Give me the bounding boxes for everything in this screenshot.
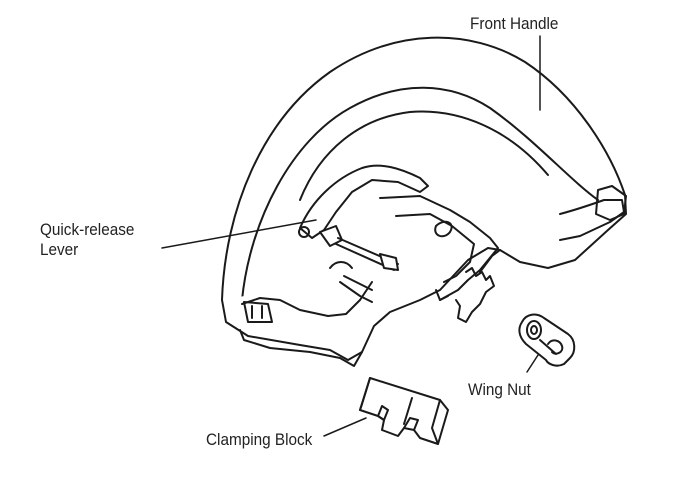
mounting-body	[221, 247, 501, 361]
leader-quick-release-lever	[161, 219, 317, 249]
leader-wing-nut	[526, 351, 541, 373]
label-front-handle: Front Handle	[470, 14, 559, 33]
clamp-slot	[339, 275, 373, 303]
wing-nut-part	[518, 313, 576, 367]
label-quick-release-lever-line2: Lever	[40, 240, 79, 260]
lever-nut	[379, 253, 399, 271]
clamp-bracket-inner	[395, 213, 475, 283]
quick-release-lever	[299, 164, 429, 239]
mounting-tab	[243, 301, 273, 323]
mounting-lower-edge	[241, 281, 373, 317]
front-handle-end-cap	[595, 185, 627, 221]
clamp-bracket	[379, 195, 499, 301]
label-quick-release-lever-line1: Quick-release	[40, 220, 135, 239]
front-handle-inner-curve	[241, 86, 599, 301]
mounting-body-bottom	[239, 329, 363, 367]
label-quick-release-lever: Quick-release Lever	[40, 220, 134, 261]
lever-pivot-bolt	[298, 226, 310, 238]
label-clamping-block: Clamping Block	[206, 430, 313, 449]
leader-clamping-block	[323, 417, 367, 437]
front-handle-grip-arc	[299, 110, 549, 201]
front-handle-shell	[221, 36, 627, 301]
label-wing-nut: Wing Nut	[468, 380, 531, 399]
clamping-block-part	[359, 377, 449, 445]
clamp-tooth-rack	[455, 267, 495, 323]
